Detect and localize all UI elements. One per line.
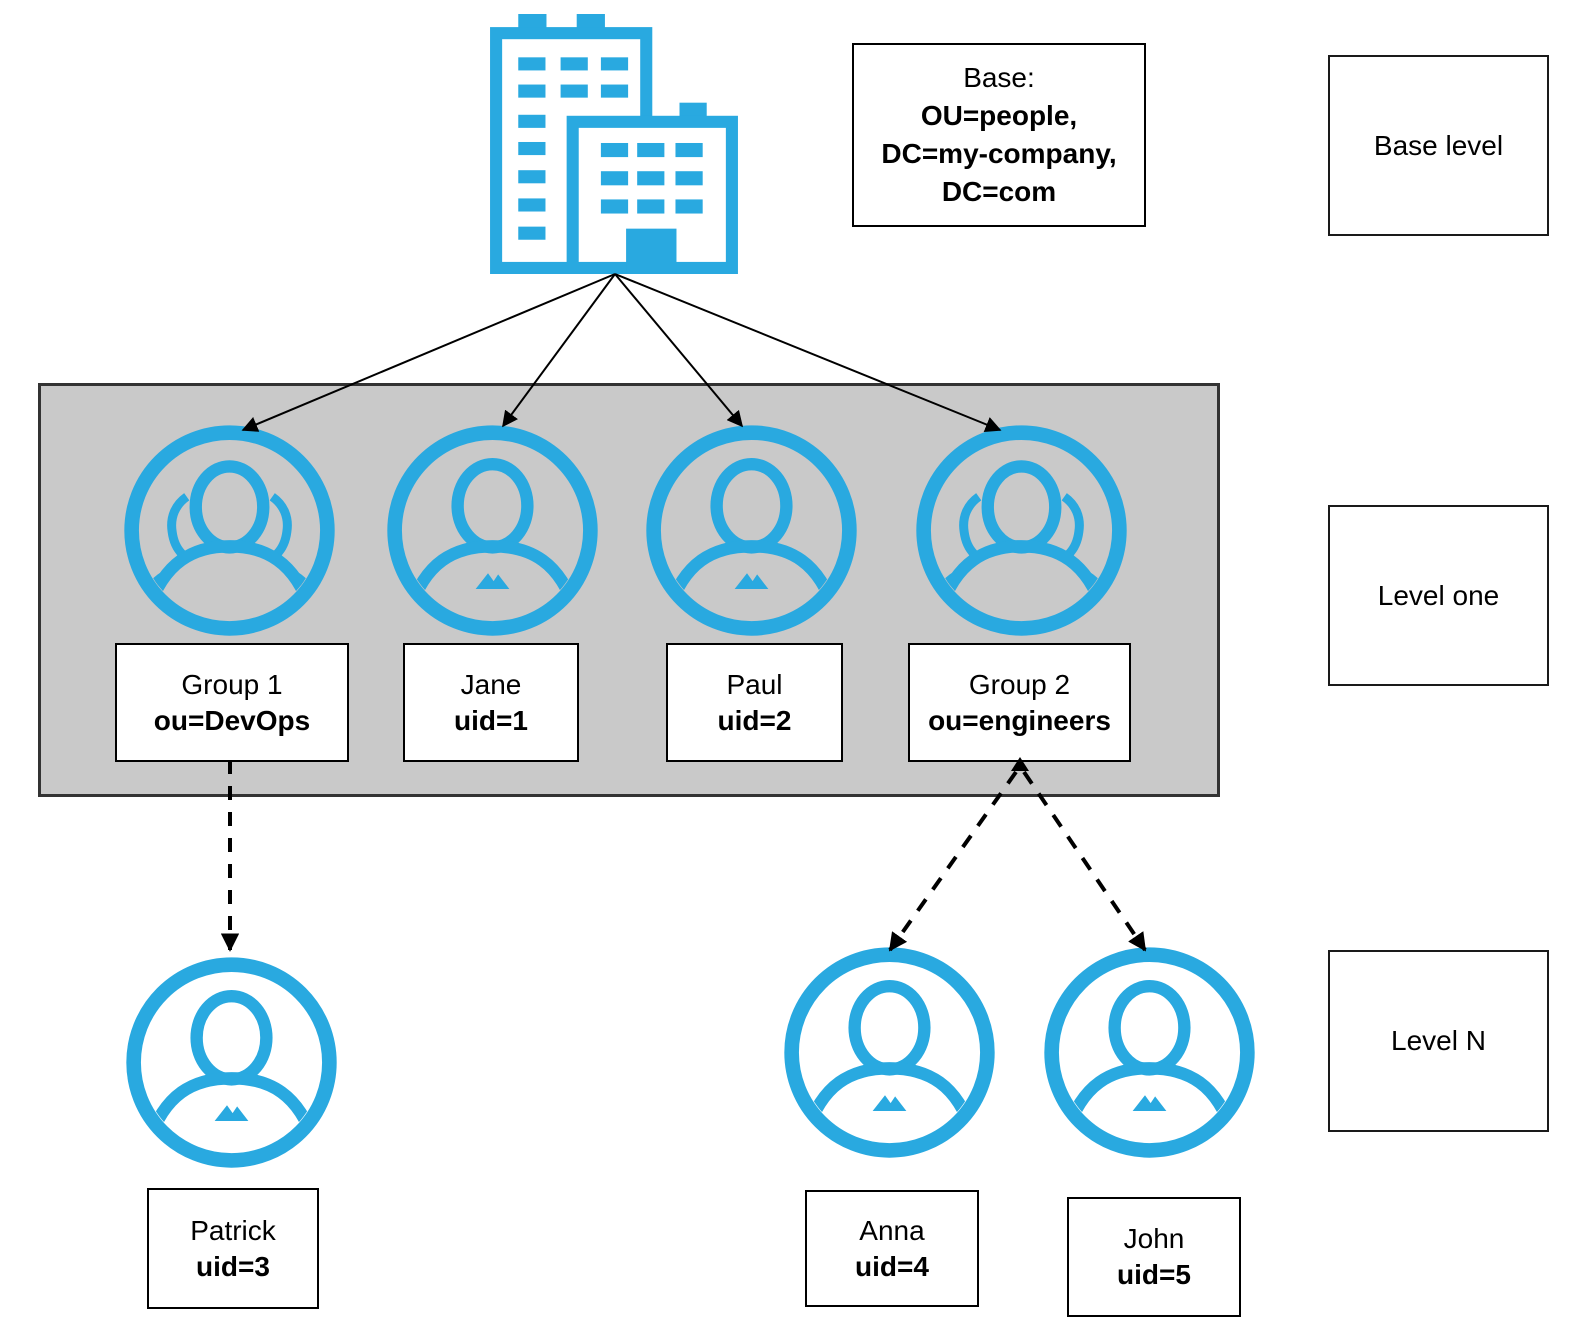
node-label-paul: Paul uid=2 (666, 643, 843, 762)
person-icon (380, 418, 605, 643)
node-label-group2: Group 2 ou=engineers (908, 643, 1131, 762)
node-name: Group 2 (968, 668, 1071, 700)
node-name: Paul (726, 668, 783, 700)
node-attr: ou=engineers (928, 704, 1111, 736)
node-name: Group 1 (181, 668, 283, 700)
node-name: Anna (859, 1214, 925, 1246)
base-dn-line: OU=people, (920, 100, 1078, 131)
person-icon (1037, 940, 1262, 1165)
person-icon (119, 950, 344, 1175)
node-name: Patrick (190, 1214, 276, 1246)
base-dn-line: DC=my-company, (881, 138, 1117, 169)
level-label-text: Base level (1373, 129, 1504, 161)
level-label-text: Level N (1391, 1025, 1486, 1056)
group-icon (117, 418, 342, 643)
level-label-text: Level one (1377, 579, 1500, 611)
node-attr: uid=4 (855, 1250, 929, 1282)
node-label-group1: Group 1 ou=DevOps (115, 643, 349, 762)
node-label-jane: Jane uid=1 (403, 643, 579, 762)
group-icon (909, 418, 1134, 643)
person-icon (777, 940, 1002, 1165)
building-icon (490, 14, 738, 274)
node-attr: uid=1 (454, 704, 528, 736)
base-dn-title: Base: (963, 62, 1035, 93)
dashed-arrow-group2-to-john (1022, 770, 1147, 952)
level-label-base: Base level (1328, 55, 1549, 236)
level-label-one: Level one (1328, 505, 1549, 686)
node-label-anna: Anna uid=4 (805, 1190, 979, 1307)
node-attr: uid=3 (196, 1250, 270, 1282)
node-name: Jane (460, 668, 522, 700)
node-label-patrick: Patrick uid=3 (147, 1188, 319, 1309)
node-label-john: John uid=5 (1067, 1197, 1241, 1317)
person-icon (639, 418, 864, 643)
node-name: John (1123, 1223, 1185, 1254)
node-attr: ou=DevOps (153, 704, 311, 736)
base-dn-line: DC=com (941, 176, 1057, 207)
level-label-n: Level N (1328, 950, 1549, 1132)
dashed-arrow-group2-to-anna (888, 770, 1018, 952)
base-dn-box: Base: OU=people, DC=my-company, DC=com (852, 43, 1146, 227)
node-attr: uid=5 (1117, 1259, 1191, 1290)
node-attr: uid=2 (717, 704, 792, 736)
